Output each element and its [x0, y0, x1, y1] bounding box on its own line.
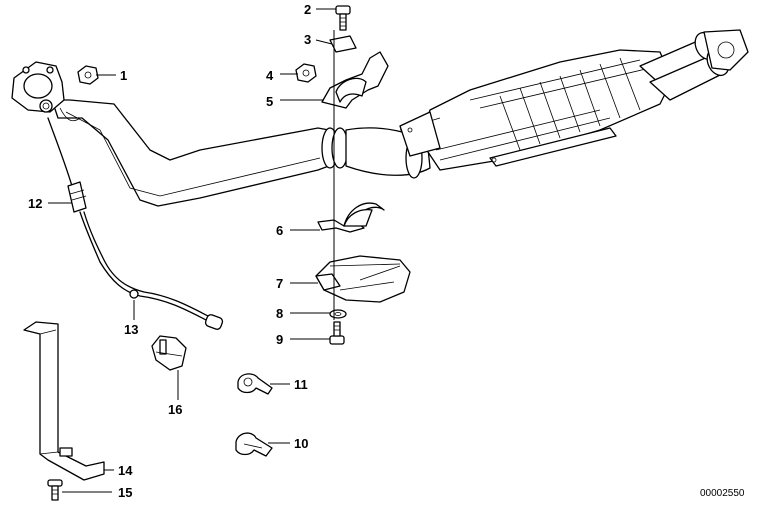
diagram-code: 00002550: [700, 488, 745, 499]
callout-label-12: 12: [28, 196, 42, 211]
callout-label-9: 9: [276, 332, 283, 347]
callout-label-1: 1: [120, 68, 127, 83]
heat-shield: [315, 255, 411, 303]
washer-8: [329, 309, 347, 319]
callout-label-13: 13: [124, 322, 138, 337]
callout-label-5: 5: [266, 94, 273, 109]
bolt-15: [47, 479, 63, 501]
twin-outlet-pipes: [639, 29, 749, 101]
cap-nut-1: [77, 65, 99, 85]
callout-label-3: 3: [304, 32, 311, 47]
oxygen-sensor-cable: [47, 117, 224, 330]
callout-label-14: 14: [118, 463, 133, 478]
inlet-flange: [11, 61, 65, 113]
callout-labels: 1 2 3 4 5 6 7 8 9 10 11 12 13 14 15 16: [28, 2, 311, 500]
cable-clip-11: [237, 373, 273, 395]
callout-label-8: 8: [276, 306, 283, 321]
sensor-holder: [151, 335, 187, 371]
nut-4: [295, 63, 317, 83]
bolt-9: [329, 321, 345, 345]
pipe-clamp: [317, 202, 385, 233]
support-bracket: [23, 321, 105, 481]
callout-label-11: 11: [294, 377, 308, 392]
catalytic-converter: [399, 49, 673, 171]
callout-label-4: 4: [266, 68, 274, 83]
cable-clip-10: [235, 432, 273, 457]
hanger-bracket: [321, 35, 389, 109]
leader-lines: [48, 8, 336, 493]
callout-label-6: 6: [276, 223, 283, 238]
callout-label-10: 10: [294, 436, 308, 451]
bolt-2: [335, 5, 351, 31]
front-exhaust-pipe: [51, 99, 349, 207]
callout-label-15: 15: [118, 485, 132, 500]
callout-label-7: 7: [276, 276, 283, 291]
callout-label-2: 2: [304, 2, 311, 17]
callout-label-16: 16: [168, 402, 182, 417]
